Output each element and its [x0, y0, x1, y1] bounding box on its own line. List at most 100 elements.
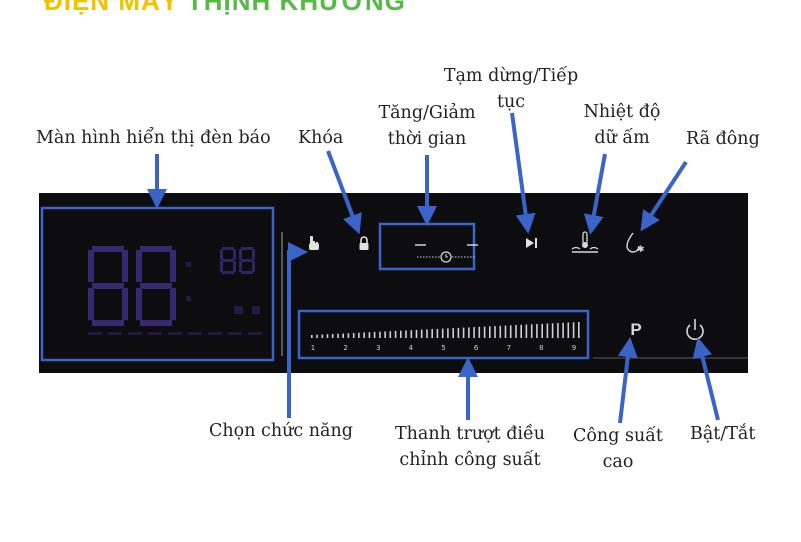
label-defrost: Rã đông — [686, 129, 760, 149]
keep-warm-icon[interactable] — [571, 231, 599, 253]
slider-bar — [468, 327, 470, 338]
slider-bar — [441, 328, 444, 338]
label-time-line1: Tăng/Giảm — [378, 103, 476, 123]
slider-bar — [457, 327, 460, 338]
arrow-function — [287, 242, 308, 418]
display-area — [40, 206, 275, 362]
slider-bar — [499, 325, 502, 338]
slider-bar — [494, 326, 496, 338]
slider-bar — [520, 324, 522, 338]
slider-bar — [363, 332, 365, 338]
arrow-keep-warm — [583, 153, 607, 235]
slider-bar — [358, 332, 360, 338]
hand-icon[interactable] — [309, 236, 319, 250]
slider-tick-label: 9 — [572, 344, 576, 352]
slider-bar — [557, 323, 559, 338]
label-power-slider: Thanh trượt điều chỉnh công suất — [389, 421, 551, 473]
label-pause: Tạm dừng/Tiếp tục — [440, 63, 582, 115]
arrow-lock — [326, 150, 362, 235]
slider-bar — [384, 331, 386, 338]
slider-highlight-box — [297, 309, 590, 360]
arrow-power — [692, 337, 720, 421]
brand-part2: THỊNH KHƯƠNG — [186, 0, 406, 16]
slider-bar — [311, 335, 313, 338]
timer-highlight-box — [378, 222, 476, 271]
arrow-pause — [510, 112, 536, 234]
small-digit-display — [220, 247, 255, 274]
slider-bar — [368, 332, 371, 338]
slider-bar — [394, 330, 397, 338]
slider-tick-label: 5 — [441, 344, 445, 352]
slider-bar — [572, 322, 575, 338]
slider-bar — [316, 334, 318, 338]
slider-bar — [546, 323, 549, 338]
slider-bar — [352, 333, 355, 338]
big-digit-display — [88, 246, 176, 326]
slider-bar — [462, 327, 465, 338]
slider-bar — [489, 326, 491, 338]
slider-bar — [405, 330, 407, 338]
slider-bar — [436, 328, 439, 338]
slider-bar — [400, 330, 402, 338]
slider-bar — [525, 324, 528, 338]
slider-bar — [478, 326, 481, 338]
lock-icon[interactable] — [359, 236, 369, 250]
brand-logo: ĐIỆN MÁY THỊNH KHƯƠNG — [44, 0, 406, 17]
slider-bar — [483, 326, 486, 338]
label-time: Tăng/Giảm thời gian — [374, 100, 480, 152]
slider-bars — [311, 322, 580, 338]
label-function-select: Chọn chức năng — [209, 421, 353, 441]
label-boost: Công suất cao — [568, 423, 668, 475]
indicator-lights — [88, 262, 262, 335]
slider-bar — [337, 333, 339, 338]
slider-bar — [447, 328, 449, 338]
slider-bar — [562, 322, 564, 338]
slider-bar — [431, 329, 433, 338]
slider-tick-label: 8 — [539, 344, 543, 352]
slider-bar — [373, 331, 376, 338]
slider-bar — [410, 330, 413, 338]
slider-bar — [567, 322, 570, 338]
slider-bar — [342, 333, 344, 338]
label-pause-line2: tục — [496, 92, 526, 112]
defrost-icon[interactable]: ✱ — [626, 232, 645, 255]
slider-bar — [536, 324, 538, 338]
label-power: Bật/Tắt — [690, 424, 756, 444]
slider-tick-label: 7 — [507, 344, 511, 352]
label-keep-warm: Nhiệt độ dữ ấm — [575, 99, 669, 151]
slider-bar — [331, 334, 334, 338]
clock-icon — [440, 251, 452, 263]
slider-bar — [509, 325, 512, 338]
slider-tick-label: 3 — [376, 344, 380, 352]
slider-tick-label: 4 — [409, 344, 414, 352]
slider-bar — [473, 327, 475, 338]
slider-bar — [530, 324, 533, 338]
brand-part1: ĐIỆN MÁY — [44, 0, 179, 16]
slider-bar — [515, 325, 517, 338]
slider-bar — [420, 329, 423, 338]
slider-bar — [415, 329, 418, 338]
label-boost-line1: Công suất — [573, 426, 663, 446]
label-lock: Khóa — [298, 128, 344, 148]
arrow-defrost — [640, 160, 688, 232]
slider-bar — [389, 331, 392, 338]
label-keep-warm-line1: Nhiệt độ — [583, 102, 661, 122]
slider-tick-label: 2 — [343, 344, 347, 352]
slider-bar — [452, 328, 454, 338]
timer-control — [378, 222, 478, 271]
svg-text:✱: ✱ — [637, 245, 645, 255]
label-time-line2: thời gian — [387, 129, 467, 149]
boost-button[interactable]: P — [630, 320, 641, 339]
slider-bar — [321, 334, 324, 338]
play-pause-icon[interactable] — [526, 238, 537, 248]
arrow-boost — [617, 337, 638, 424]
slider-bar — [347, 333, 350, 338]
slider-bar — [504, 325, 507, 338]
slider-bar — [578, 322, 580, 338]
power-icon[interactable] — [686, 319, 704, 340]
label-boost-line2: cao — [602, 452, 634, 472]
label-keep-warm-line2: dữ ấm — [594, 128, 650, 148]
